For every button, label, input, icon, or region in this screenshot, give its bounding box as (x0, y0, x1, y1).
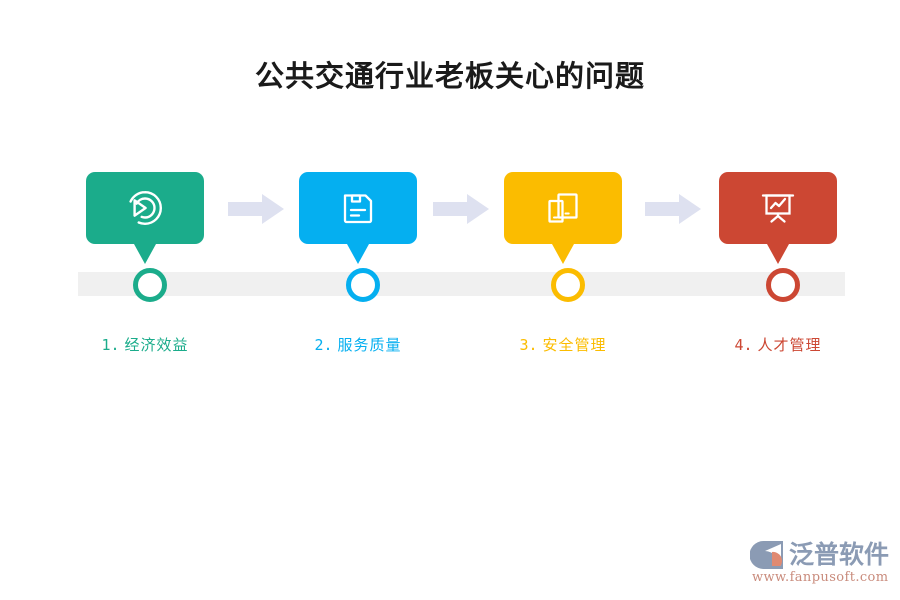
brand-name: 泛普软件 (789, 540, 890, 569)
document-save-icon (299, 172, 417, 244)
step-label-2: 2.服务质量 (248, 334, 468, 356)
connector-arrow-1 (228, 194, 284, 224)
brand-logo: 泛普软件 www.fanpusoft.com (750, 536, 889, 592)
step-number-1: 1. (101, 336, 120, 354)
timeline-track (78, 272, 845, 296)
step-card-3-tail (552, 244, 574, 264)
step-label-1: 1.经济效益 (35, 334, 255, 356)
step-card-3[interactable] (504, 172, 622, 264)
timeline-node-4[interactable] (766, 268, 800, 302)
connector-arrow-2 (433, 194, 489, 224)
fanpu-logo-icon (750, 541, 783, 569)
page-title: 公共交通行业老板关心的问题 (254, 59, 645, 93)
step-number-2: 2. (314, 336, 333, 354)
devices-icon (504, 172, 622, 244)
connector-arrow-3 (645, 194, 701, 224)
presentation-chart-icon (719, 172, 837, 244)
step-label-3: 3.安全管理 (453, 334, 673, 356)
step-number-4: 4. (734, 336, 753, 354)
step-card-4[interactable] (719, 172, 837, 264)
step-text-1: 经济效益 (124, 336, 189, 354)
step-card-4-tail (767, 244, 789, 264)
step-card-1[interactable] (86, 172, 204, 264)
brand-url: www.fanpusoft.com (752, 570, 889, 585)
brand-logo-row: 泛普软件 (750, 538, 889, 572)
step-label-4: 4.人才管理 (668, 334, 888, 356)
pie-chart-arrow-icon (86, 172, 204, 244)
step-number-3: 3. (519, 336, 538, 354)
timeline-node-3[interactable] (551, 268, 585, 302)
step-text-2: 服务质量 (337, 336, 402, 354)
step-card-2[interactable] (299, 172, 417, 264)
step-text-4: 人才管理 (757, 336, 822, 354)
timeline-node-1[interactable] (133, 268, 167, 302)
step-text-3: 安全管理 (542, 336, 607, 354)
step-card-1-tail (134, 244, 156, 264)
timeline-node-2[interactable] (346, 268, 380, 302)
step-card-2-tail (347, 244, 369, 264)
